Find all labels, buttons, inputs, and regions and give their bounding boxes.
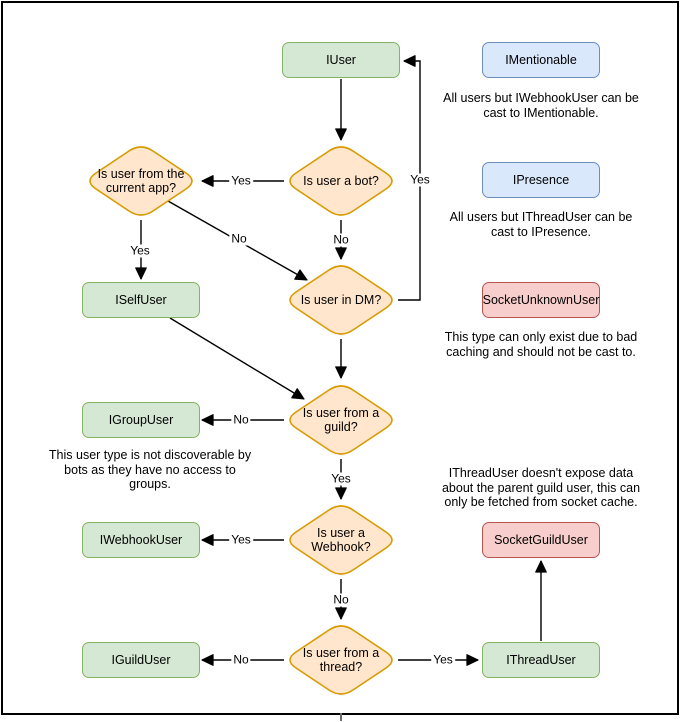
node-label: IThreadUser xyxy=(506,653,576,667)
diamond-shape xyxy=(289,265,393,335)
decision-label: Is user from a thread? xyxy=(302,645,380,675)
note-imentionable: All users but IWebhookUser can be cast t… xyxy=(443,91,639,120)
node-igroupuser: IGroupUser xyxy=(82,402,200,438)
node-iguilduser: IGuildUser xyxy=(82,642,200,678)
note-ipresence: All users but IThreadUser can be cast to… xyxy=(449,210,633,239)
node-label: IUser xyxy=(326,53,356,67)
node-ipresence: IPresence xyxy=(482,162,600,198)
note-ithreaduser: IThreadUser doesn't expose data about th… xyxy=(441,466,641,510)
node-iselfuser: ISelfUser xyxy=(82,282,200,318)
node-label: ISelfUser xyxy=(115,293,167,307)
edge-iselfuser-to-isguild xyxy=(169,317,305,400)
decision-label: Is user a bot? xyxy=(303,173,379,188)
node-label: IWebhookUser xyxy=(99,533,183,547)
diamond-shape xyxy=(89,146,193,216)
decision-label: Is user in DM? xyxy=(300,292,382,307)
decision-is-user-from-guild: Is user from a guild? xyxy=(284,382,398,458)
note-socketunknownuser: This type can only exist due to bad cach… xyxy=(444,330,638,359)
page-divider-tick xyxy=(340,713,342,721)
edge-label-webhook-no: No xyxy=(331,592,351,607)
decision-is-user-a-webhook: Is user a Webhook? xyxy=(284,502,398,578)
node-iwebhookuser: IWebhookUser xyxy=(82,522,200,558)
diamond-shape xyxy=(289,625,393,695)
node-label: SocketUnknownUser xyxy=(482,293,600,307)
decision-label: Is user from the current app? xyxy=(97,166,185,196)
edge-label-webhook-yes: Yes xyxy=(229,532,253,547)
node-label: IPresence xyxy=(512,173,570,187)
edge-label-guild-no: No xyxy=(231,412,251,427)
edge-label-thread-no: No xyxy=(231,652,251,667)
node-socketguilduser: SocketGuildUser xyxy=(482,522,600,558)
edge-label-bot-yes: Yes xyxy=(229,173,253,188)
diamond-shape xyxy=(289,505,393,575)
decision-is-user-in-dm: Is user in DM? xyxy=(284,262,398,338)
edge-label-current-app-yes: Yes xyxy=(128,243,152,258)
node-label: IGuildUser xyxy=(111,653,171,667)
node-ithreaduser: IThreadUser xyxy=(482,642,600,678)
decision-is-user-a-bot: Is user a bot? xyxy=(284,143,398,219)
node-iuser: IUser xyxy=(282,42,400,78)
edge-label-thread-yes: Yes xyxy=(431,652,455,667)
node-imentionable: IMentionable xyxy=(482,42,600,78)
edge-label-dm-yes: Yes xyxy=(408,172,432,187)
edge-label-current-app-no: No xyxy=(229,231,249,246)
diamond-shape xyxy=(289,385,393,455)
node-label: SocketGuildUser xyxy=(494,533,588,547)
note-igroupuser: This user type is not discoverable by bo… xyxy=(48,448,252,492)
node-label: IMentionable xyxy=(505,53,577,67)
decision-label: Is user a Webhook? xyxy=(311,525,371,555)
edge-label-guild-yes: Yes xyxy=(329,471,353,486)
node-socketunknownuser: SocketUnknownUser xyxy=(482,282,600,318)
node-label: IGroupUser xyxy=(108,413,174,427)
edge-label-bot-no: No xyxy=(331,232,351,247)
decision-label: Is user from a guild? xyxy=(302,405,380,435)
decision-is-user-from-thread: Is user from a thread? xyxy=(284,622,398,698)
diamond-shape xyxy=(289,146,393,216)
decision-is-user-from-current-app: Is user from the current app? xyxy=(84,143,198,219)
